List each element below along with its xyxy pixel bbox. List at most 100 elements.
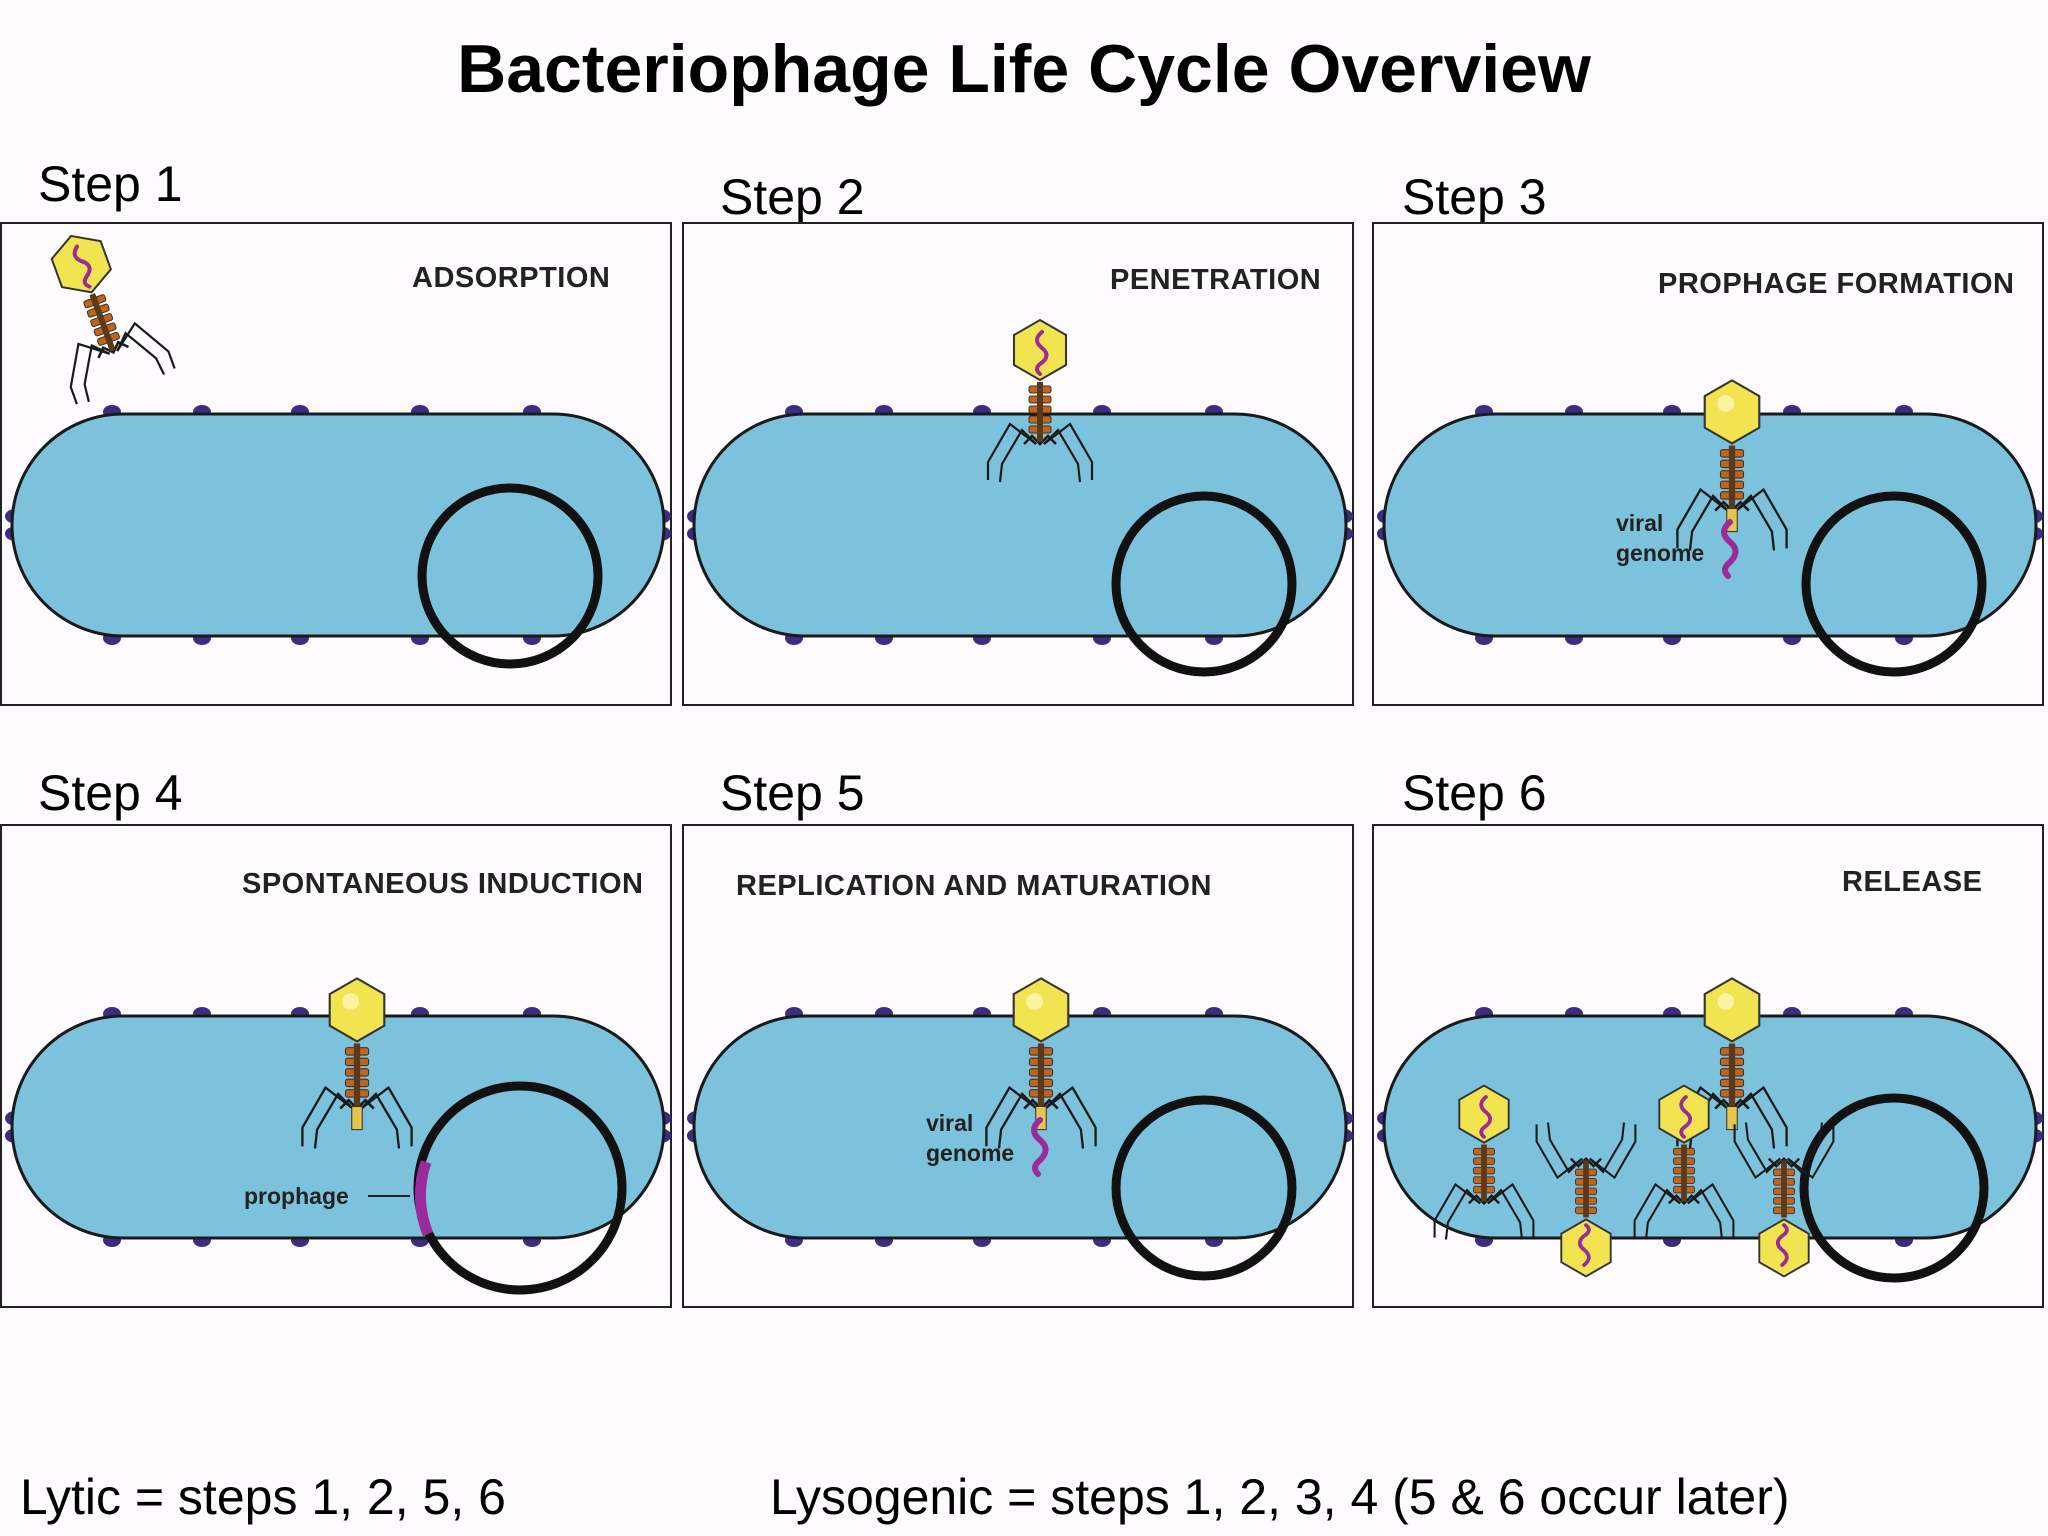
bacteriophage — [986, 318, 1094, 483]
phage-genome — [72, 244, 92, 289]
cell-membrane — [692, 412, 1348, 638]
tail-fiber — [360, 1092, 401, 1149]
tail-fiber — [1688, 494, 1729, 551]
tail-fiber — [83, 343, 111, 403]
bacteriophage-empty — [1676, 379, 1788, 551]
step-3-label: Step 3 — [1402, 169, 1547, 225]
panel-release: RELEASE — [1372, 824, 2044, 1308]
capsid — [1560, 1218, 1612, 1278]
phage-genome — [1679, 1095, 1693, 1139]
capsid — [328, 977, 386, 1043]
stage-title-replication-and-maturation: REPLICATION AND MATURATION — [736, 870, 1212, 902]
bacteriophage-empty — [301, 977, 413, 1149]
tail-fiber — [1735, 1092, 1776, 1149]
step-6-label: Step 6 — [1402, 765, 1547, 821]
tail-core — [1037, 382, 1043, 442]
tail-fiber — [1546, 1122, 1583, 1174]
baseplate — [97, 340, 130, 359]
stage-title-adsorption: ADSORPTION — [412, 262, 611, 294]
tail-fiber — [1589, 1124, 1637, 1180]
cell-membrane — [10, 412, 666, 638]
tail-fiber — [1043, 428, 1082, 483]
panel-prophage-formation-drawing — [1377, 379, 2043, 677]
panel-spontaneous-induction: SPONTANEOUS INDUCTION prophage — [0, 824, 672, 1308]
bacteriophage — [50, 234, 176, 405]
tail-fiber — [1787, 1122, 1824, 1174]
bacterial-cell — [5, 405, 671, 645]
bacterial-cell — [687, 1007, 1353, 1247]
panel-penetration: PENETRATION — [682, 222, 1354, 706]
viral-genome-annotation: viral genome — [926, 1108, 1014, 1168]
tail-fiber — [997, 1092, 1038, 1149]
tail-fiber — [1787, 1124, 1835, 1180]
tail-fiber — [1044, 1092, 1085, 1149]
lytic-note: Lytic = steps 1, 2, 5, 6 — [20, 1469, 506, 1525]
baseplate — [1023, 434, 1057, 446]
tail-fiber — [1744, 1122, 1781, 1174]
cell-membrane — [1382, 412, 2038, 638]
capsid — [1012, 977, 1070, 1043]
tail-fiber — [1644, 1188, 1681, 1240]
prophage-annotation: prophage — [244, 1183, 349, 1209]
injection-tube — [351, 1105, 363, 1131]
annotation-line: genome — [1616, 540, 1705, 566]
step-5-label: Step 5 — [720, 765, 865, 821]
tail-core — [1728, 1043, 1736, 1107]
tail-core — [1481, 1144, 1487, 1202]
progeny-phage — [1535, 1122, 1637, 1278]
panel-adsorption: ADSORPTION — [0, 222, 672, 706]
phage-genome — [1577, 1223, 1591, 1267]
page-title: Bacteriophage Life Cycle Overview — [457, 31, 1591, 107]
tail-fiber — [1687, 1182, 1735, 1238]
tail-fiber — [1444, 1188, 1481, 1240]
tail-fiber — [1487, 1182, 1535, 1238]
bacterial-chromosome — [1801, 491, 1987, 677]
stage-title-penetration: PENETRATION — [1110, 264, 1322, 296]
tail-fiber — [1589, 1122, 1626, 1174]
tail-fiber — [1043, 422, 1094, 480]
tail-fiber — [1733, 1124, 1781, 1180]
phage-genome — [1479, 1095, 1493, 1139]
progeny-phage — [1733, 1122, 1835, 1278]
tail-fiber — [1487, 1188, 1524, 1240]
panel-replication-and-maturation-drawing — [687, 977, 1353, 1281]
tail-fiber — [313, 1092, 354, 1149]
capsid-highlight — [1717, 993, 1735, 1010]
phage-genome — [1035, 330, 1049, 376]
panel-prophage-formation: PROPHAGE FORMATION viral genome — [1372, 222, 2044, 706]
panel-replication-and-maturation: REPLICATION AND MATURATION viral genome — [682, 824, 1354, 1308]
tail-core — [89, 293, 116, 352]
bacterial-cell — [5, 1007, 671, 1247]
capsid — [50, 234, 113, 294]
step-1-label: Step 1 — [38, 156, 183, 212]
baseplate — [1467, 1194, 1501, 1206]
capsid — [1703, 379, 1761, 445]
panel-spontaneous-induction-drawing — [5, 977, 671, 1295]
tail-fiber — [301, 1085, 354, 1147]
capsid — [1758, 1218, 1810, 1278]
bacterial-chromosome — [417, 483, 603, 669]
tail-fiber — [1633, 1182, 1681, 1238]
annotation-line: viral — [1616, 510, 1664, 536]
annotation-line: genome — [926, 1140, 1015, 1166]
tail-fiber — [1535, 1124, 1583, 1180]
bacterial-chromosome — [1111, 491, 1297, 677]
tail-core — [1728, 445, 1736, 509]
stage-title-release: RELEASE — [1842, 866, 1983, 898]
bacterial-cell — [687, 405, 1353, 645]
capsid-highlight — [1026, 993, 1044, 1010]
tail-fiber — [69, 342, 111, 405]
tail-fiber — [998, 428, 1037, 483]
capsid — [1013, 318, 1067, 382]
tail-fiber — [1433, 1182, 1481, 1238]
bacterial-cell — [1377, 405, 2043, 645]
tail-core — [1681, 1144, 1687, 1202]
viral-genome-squiggle — [1721, 519, 1739, 579]
stage-title-prophage-formation: PROPHAGE FORMATION — [1658, 268, 2015, 300]
bacterial-chromosome — [1799, 1093, 1989, 1283]
progeny-phage — [1633, 1084, 1735, 1240]
panel-release-drawing — [1377, 977, 2043, 1283]
injection-tube — [1726, 1105, 1738, 1131]
tail-fiber — [116, 331, 166, 375]
capsid-highlight — [1717, 395, 1735, 412]
